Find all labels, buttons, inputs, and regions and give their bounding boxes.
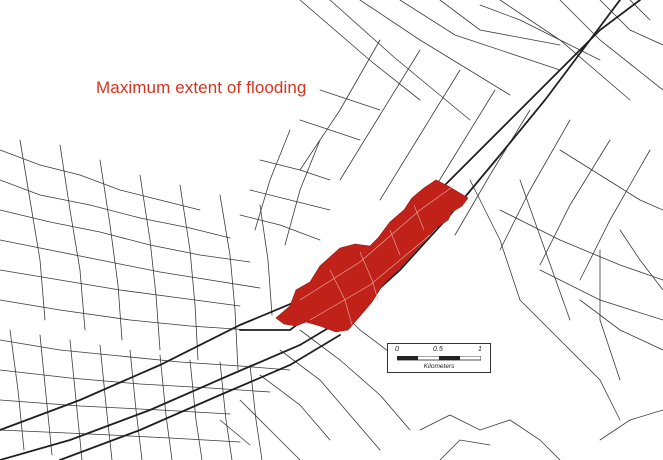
scale-units: Kilometers [423, 363, 455, 370]
scale-bar: 0 0.5 1 Kilometers [387, 343, 491, 373]
flood-extent [275, 179, 469, 333]
map-title: Maximum extent of flooding [96, 78, 307, 97]
scale-tick-half: 0.5 [433, 346, 443, 353]
scale-tick-0: 0 [395, 346, 399, 353]
roads-over-flood [299, 184, 456, 326]
scale-line [397, 356, 481, 361]
scale-tick-1: 1 [478, 346, 482, 353]
